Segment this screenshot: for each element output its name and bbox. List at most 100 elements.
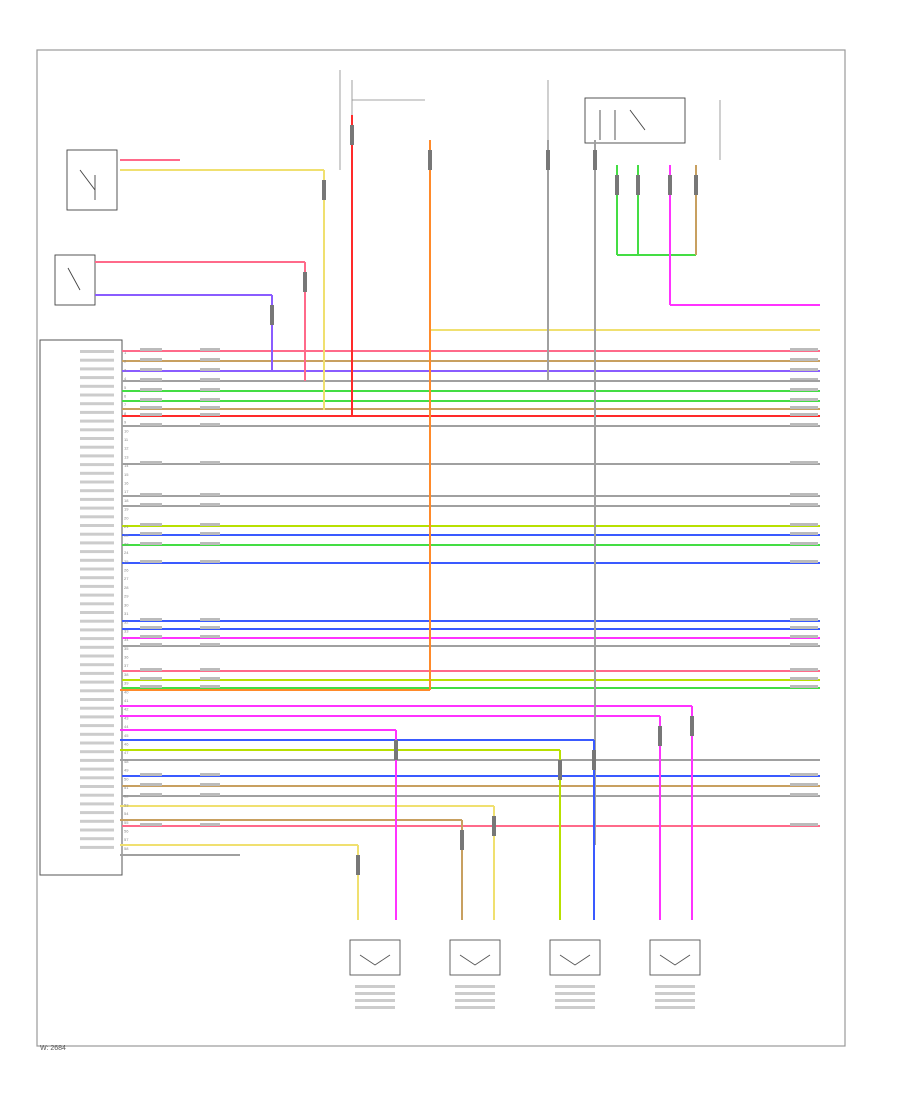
wire-code-label — [200, 560, 220, 563]
sensor-caption-line — [455, 1006, 495, 1009]
sensor-caption-line — [655, 1006, 695, 1009]
wire-end-label — [790, 532, 818, 535]
connector-mark — [558, 760, 562, 780]
module-pin-number: 6 — [124, 394, 127, 399]
module-pin-function — [80, 584, 114, 588]
module-pin-number: 51 — [124, 785, 129, 790]
module-pin-function — [80, 845, 114, 849]
connector-mark — [460, 830, 464, 850]
sensor-caption-line — [555, 1006, 595, 1009]
module-pin-number: 43 — [124, 715, 129, 720]
wire-code-label — [200, 773, 220, 776]
module-pin-function — [80, 384, 114, 388]
module-pin-function — [80, 724, 114, 728]
wire-end-label — [790, 560, 818, 563]
wire-code-label — [200, 388, 220, 391]
module-pin-function — [80, 567, 114, 571]
module-pin-function — [80, 776, 114, 780]
wire-code-label — [200, 668, 220, 671]
module-pin-number: 27 — [124, 576, 129, 581]
wire-code-label — [140, 643, 162, 646]
connector-mark — [428, 150, 432, 170]
wire-code-label — [140, 793, 162, 796]
module-pin-number: 23 — [124, 541, 129, 546]
connector-mark — [636, 175, 640, 195]
module-pin-function — [80, 497, 114, 501]
module-pin-function — [80, 619, 114, 623]
wire-code-label — [200, 793, 220, 796]
vertical-layer — [270, 115, 698, 920]
wire-end-label — [790, 503, 818, 506]
module-pin-number: 4 — [124, 376, 127, 381]
wire-code-label — [140, 493, 162, 496]
wire-code-label — [200, 423, 220, 426]
module-pin-function — [80, 463, 114, 467]
module-pin-function — [80, 767, 114, 771]
module-pin-function — [80, 454, 114, 458]
module-pin-number: 37 — [124, 663, 129, 668]
module-pin-function — [80, 758, 114, 762]
wire-end-label — [790, 793, 818, 796]
module-pin-function — [80, 445, 114, 449]
module-pin-function — [80, 367, 114, 371]
wire-end-label — [790, 493, 818, 496]
wire-end-label — [790, 635, 818, 638]
module-pin-number: 24 — [124, 550, 129, 555]
module-pin-function — [80, 376, 114, 380]
module-pin-number: 10 — [124, 428, 129, 433]
wire-code-label — [200, 643, 220, 646]
module-pin-function — [80, 532, 114, 536]
module-pin-function — [80, 410, 114, 414]
wire-end-label — [790, 643, 818, 646]
wire-code-label — [200, 348, 220, 351]
wire-end-label — [790, 823, 818, 826]
module-pin-function — [80, 576, 114, 580]
connector-mark — [394, 740, 398, 760]
module-pin-function — [80, 689, 114, 693]
wire-code-label — [140, 626, 162, 629]
sensor-caption-line — [355, 1006, 395, 1009]
wire-code-label — [200, 783, 220, 786]
module-pin-number: 46 — [124, 742, 129, 747]
wire-code-label — [140, 461, 162, 464]
module-pin-function — [80, 524, 114, 527]
module-pin-function — [80, 515, 114, 519]
module-pin-number: 3 — [124, 367, 127, 372]
wire-code-label — [140, 378, 162, 381]
module-pin-number: 48 — [124, 759, 129, 764]
module-pin-number: 29 — [124, 594, 129, 599]
module-pin-function — [80, 471, 114, 475]
module-pin-number: 53 — [124, 802, 129, 807]
connector-mark — [270, 305, 274, 325]
sensor-layer — [349, 939, 701, 1009]
wire-end-label — [790, 685, 818, 688]
module-pin-number: 40 — [124, 689, 129, 694]
module-pin-number: 28 — [124, 585, 129, 590]
module-pin-number: 35 — [124, 646, 129, 651]
module-pin-function — [80, 489, 114, 493]
sensor-caption-line — [555, 999, 595, 1002]
module-pin-number: 44 — [124, 724, 129, 729]
wire-code-label — [140, 685, 162, 688]
connector-mark — [694, 175, 698, 195]
connector-mark — [658, 726, 662, 746]
module-pin-number: 9 — [124, 420, 127, 425]
module-pin-function — [80, 671, 114, 675]
wire-code-label — [140, 348, 162, 351]
connector-mark — [690, 716, 694, 736]
wire-end-label — [790, 542, 818, 545]
module-pin-number: 47 — [124, 750, 129, 755]
module-pin-function — [80, 802, 114, 806]
component-box-left — [54, 254, 96, 306]
wire-code-label — [200, 493, 220, 496]
diagram-border — [36, 49, 846, 1047]
wire-end-label — [790, 348, 818, 351]
sensor-caption-line — [455, 992, 495, 995]
module-pin-function — [80, 811, 114, 815]
wire-end-label — [790, 618, 818, 621]
wire-end-label — [790, 398, 818, 401]
module-pin-function — [80, 541, 114, 545]
wire-end-label — [790, 423, 818, 426]
wire-code-label — [140, 618, 162, 621]
wire-code-label — [140, 388, 162, 391]
